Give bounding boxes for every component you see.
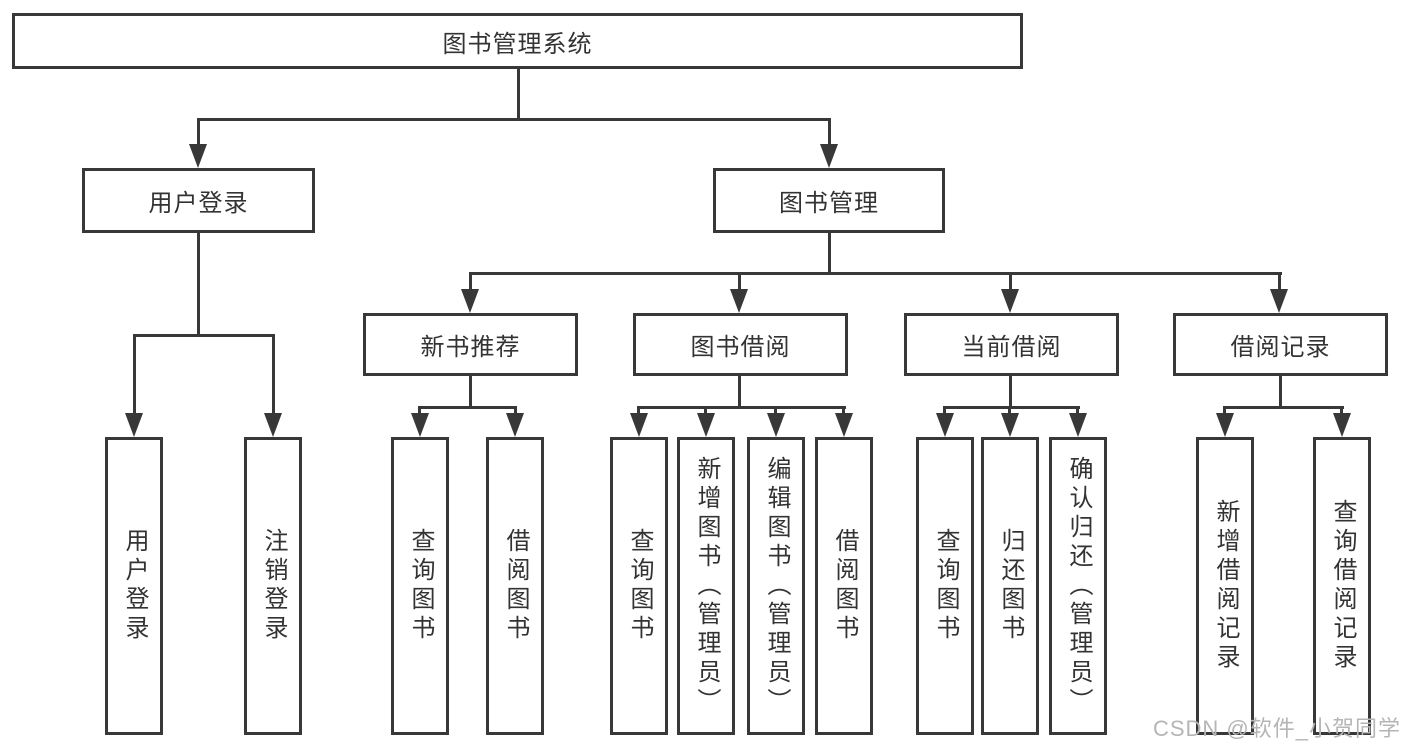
connector-line [738, 376, 741, 408]
arrow-down-icon [411, 413, 429, 437]
arrow-down-icon [189, 144, 207, 168]
arrow-down-icon [936, 413, 954, 437]
leaf-add-books-admin: 新增图书（管理员） [677, 437, 735, 735]
connector-line [943, 406, 946, 417]
arrow-down-icon [1216, 413, 1234, 437]
connector-line [517, 69, 520, 120]
connector-line [1076, 406, 1079, 417]
connector-line [197, 118, 200, 148]
leaf-confirm-return-admin: 确认归还（管理员） [1049, 437, 1107, 735]
leaf-add-books-admin-label: 新增图书（管理员） [693, 455, 720, 717]
arrow-down-icon [1001, 413, 1019, 437]
connector-line [272, 334, 275, 417]
connector-line [197, 118, 831, 121]
leaf-recommend-borrow-books-label: 借阅图书 [502, 528, 529, 644]
leaf-query-borrow-record-label: 查询借阅记录 [1329, 499, 1356, 673]
leaf-borrowing-query-books-label: 查询图书 [626, 528, 653, 644]
connector-line [1340, 406, 1343, 417]
node-current-borrowing: 当前借阅 [904, 313, 1119, 376]
leaf-recommend-query-books: 查询图书 [391, 437, 449, 735]
arrow-down-icon [1270, 289, 1288, 313]
leaf-recommend-borrow-books: 借阅图书 [486, 437, 544, 735]
connector-line [514, 406, 517, 417]
connector-line [133, 334, 136, 417]
arrow-down-icon [630, 413, 648, 437]
connector-line [1009, 272, 1012, 293]
connector-line [828, 118, 831, 148]
leaf-return-books: 归还图书 [981, 437, 1039, 735]
node-book-borrowing: 图书借阅 [633, 313, 848, 376]
node-library-system: 图书管理系统 [12, 13, 1023, 69]
node-current-borrowing-label: 当前借阅 [961, 334, 1062, 361]
arrow-down-icon [1333, 413, 1351, 437]
node-library-system-label: 图书管理系统 [442, 30, 593, 58]
leaf-recommend-query-books-label: 查询图书 [407, 528, 434, 644]
arrow-down-icon [264, 413, 282, 437]
connector-line [704, 406, 707, 417]
arrow-down-icon [697, 413, 715, 437]
leaf-edit-books-admin-label: 编辑图书（管理员） [763, 455, 790, 717]
leaf-add-borrow-record: 新增借阅记录 [1196, 437, 1254, 735]
arrow-down-icon [1069, 413, 1087, 437]
node-borrow-records: 借阅记录 [1173, 313, 1388, 376]
connector-line [1009, 376, 1012, 408]
node-borrow-records-label: 借阅记录 [1230, 334, 1331, 361]
connector-line [133, 334, 275, 337]
node-book-management: 图书管理 [713, 168, 945, 233]
arrow-down-icon [506, 413, 524, 437]
node-new-book-recommend: 新书推荐 [363, 313, 578, 376]
connector-line [469, 376, 472, 408]
connector-line [943, 406, 1080, 409]
connector-line [469, 272, 1282, 275]
leaf-user-login-label: 用户登录 [121, 528, 148, 644]
connector-line [1223, 406, 1226, 417]
node-book-borrowing-label: 图书借阅 [690, 334, 791, 361]
leaf-borrow-books: 借阅图书 [815, 437, 873, 735]
leaf-current-query-books-label: 查询图书 [932, 528, 959, 644]
node-user-login-label: 用户登录 [148, 190, 249, 217]
connector-line [637, 406, 846, 409]
connector-line [1008, 406, 1011, 417]
leaf-current-query-books: 查询图书 [916, 437, 974, 735]
connector-line [842, 406, 845, 417]
connector-line [418, 406, 517, 409]
connector-line [1279, 376, 1282, 408]
leaf-logout: 注销登录 [244, 437, 302, 735]
connector-line [774, 406, 777, 417]
leaf-edit-books-admin: 编辑图书（管理员） [747, 437, 805, 735]
leaf-borrowing-query-books: 查询图书 [610, 437, 668, 735]
arrow-down-icon [767, 413, 785, 437]
leaf-query-borrow-record: 查询借阅记录 [1313, 437, 1371, 735]
node-book-management-label: 图书管理 [779, 190, 879, 217]
connector-line [637, 406, 640, 417]
arrow-down-icon [835, 413, 853, 437]
node-new-book-recommend-label: 新书推荐 [420, 334, 521, 361]
node-user-login: 用户登录 [82, 168, 315, 233]
connector-line [1278, 272, 1281, 293]
leaf-user-login: 用户登录 [105, 437, 163, 735]
arrow-down-icon [125, 413, 143, 437]
connector-line [828, 233, 831, 274]
connector-line [469, 272, 472, 293]
arrow-down-icon [820, 144, 838, 168]
connector-line [418, 406, 421, 417]
leaf-borrow-books-label: 借阅图书 [831, 528, 858, 644]
connector-line [1223, 406, 1344, 409]
connector-line [197, 233, 200, 336]
connector-line [738, 272, 741, 293]
leaf-return-books-label: 归还图书 [997, 528, 1024, 644]
arrow-down-icon [461, 289, 479, 313]
arrow-down-icon [1001, 289, 1019, 313]
leaf-confirm-return-admin-label: 确认归还（管理员） [1065, 455, 1092, 717]
arrow-down-icon [730, 289, 748, 313]
leaf-add-borrow-record-label: 新增借阅记录 [1212, 499, 1239, 673]
leaf-logout-label: 注销登录 [260, 528, 287, 644]
csdn-watermark: CSDN @软件_小贺同学 [1152, 716, 1401, 741]
